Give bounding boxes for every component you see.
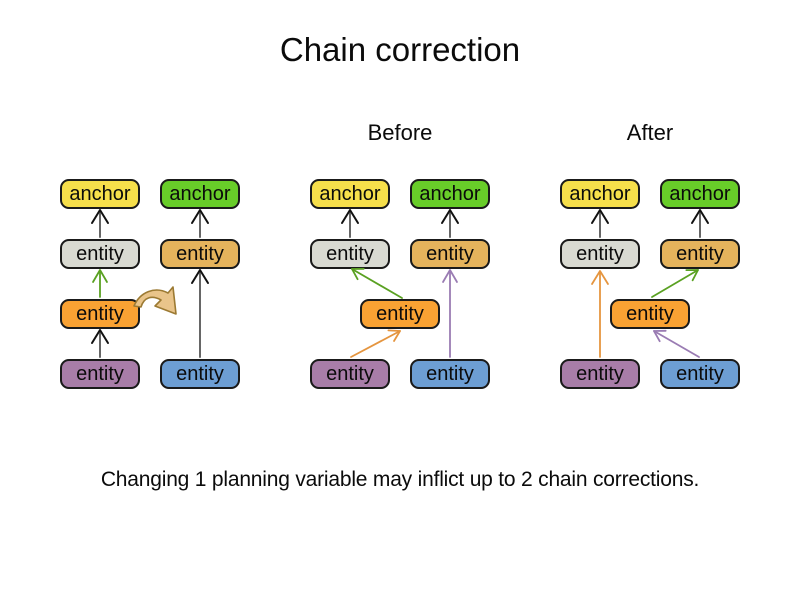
- arrowhead-icon: [591, 270, 609, 285]
- arrowhead-icon: [653, 329, 667, 343]
- before-entity-tan: entity: [410, 239, 490, 269]
- after-entity-tan: entity: [660, 239, 740, 269]
- before-entity-blue: entity: [410, 359, 490, 389]
- initial-entity-tan: entity: [160, 239, 240, 269]
- green-arrow-before-orange-to-gray: [351, 268, 403, 299]
- arrowhead-icon: [91, 209, 109, 224]
- arrowhead-icon: [691, 209, 709, 224]
- after-entity-orange: entity: [610, 299, 690, 329]
- after-entity-gray: entity: [560, 239, 640, 269]
- arrowhead-icon: [591, 209, 609, 224]
- before-entity-purple: entity: [310, 359, 390, 389]
- arrowhead-icon: [191, 209, 209, 224]
- caption-text: Changing 1 planning variable may inflict…: [100, 468, 700, 491]
- arrowhead-icon: [685, 269, 699, 282]
- move-arrow-icon: [133, 286, 177, 315]
- arrowhead-icon: [341, 209, 359, 224]
- after-anchor-yellow: anchor: [560, 179, 640, 209]
- before-entity-orange: entity: [360, 299, 440, 329]
- initial-entity-orange: entity: [60, 299, 140, 329]
- arrowhead-icon: [442, 269, 458, 283]
- before-anchor-green: anchor: [410, 179, 490, 209]
- page-title: Chain correction: [279, 31, 521, 68]
- initial-entity-gray: entity: [60, 239, 140, 269]
- initial-anchor-green: anchor: [160, 179, 240, 209]
- before-anchor-yellow: anchor: [310, 179, 390, 209]
- after-entity-blue: entity: [660, 359, 740, 389]
- arrowhead-icon: [441, 209, 459, 224]
- arrowhead-icon: [351, 267, 365, 281]
- initial-entity-purple: entity: [60, 359, 140, 389]
- initial-anchor-yellow: anchor: [60, 179, 140, 209]
- arrowhead-icon: [191, 269, 209, 284]
- green-arrows: [92, 267, 699, 299]
- arrowhead-icon: [91, 329, 109, 344]
- initial-entity-blue: entity: [160, 359, 240, 389]
- orange-arrow-before-purple-to-orange: [350, 330, 401, 358]
- after-entity-purple: entity: [560, 359, 640, 389]
- after-label: After: [626, 120, 674, 145]
- arrowhead-icon: [92, 269, 108, 283]
- before-entity-gray: entity: [310, 239, 390, 269]
- arrowhead-icon: [387, 329, 401, 342]
- before-label: Before: [367, 120, 433, 145]
- green-arrow-after-orange-to-tan: [651, 269, 699, 298]
- after-anchor-green: anchor: [660, 179, 740, 209]
- purple-arrow-after-blue-to-orange: [653, 330, 700, 358]
- chain-shafts: [99, 210, 701, 358]
